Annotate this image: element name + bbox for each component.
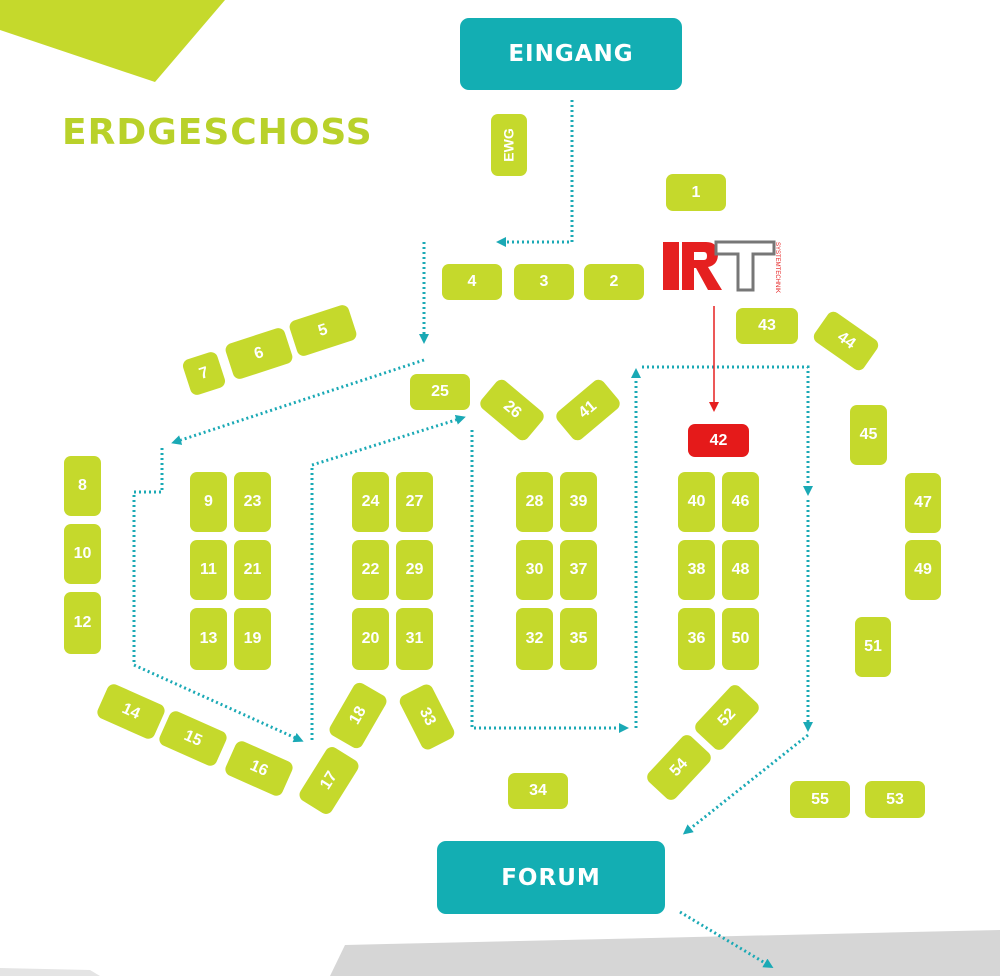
route-right-top [642, 365, 813, 496]
booth-ewg-label: EWG [500, 128, 517, 162]
booth-35[interactable]: 35 [560, 608, 597, 670]
booth-11[interactable]: 11 [190, 540, 227, 600]
booth-12[interactable]: 12 [64, 592, 101, 654]
route-col3-loop [470, 430, 629, 733]
booth-32[interactable]: 32 [516, 608, 553, 670]
booth-51[interactable]: 51 [855, 617, 891, 677]
booth-3[interactable]: 3 [514, 264, 574, 300]
booth-55[interactable]: 55 [790, 781, 850, 818]
route-to-forum [682, 733, 809, 835]
booth-49[interactable]: 49 [905, 540, 941, 600]
booth-45[interactable]: 45 [850, 405, 887, 465]
booth-50[interactable]: 50 [722, 608, 759, 670]
booth-37[interactable]: 37 [560, 540, 597, 600]
booth-31[interactable]: 31 [396, 608, 433, 670]
booth-ewg[interactable]: EWG [491, 114, 527, 176]
floor-title: ERDGESCHOSS [62, 112, 373, 153]
booth-4[interactable]: 4 [442, 264, 502, 300]
booth-23[interactable]: 23 [234, 472, 271, 532]
booth-8[interactable]: 8 [64, 456, 101, 516]
route-up-col2 [310, 415, 466, 740]
booth-40[interactable]: 40 [678, 472, 715, 532]
booth-38[interactable]: 38 [678, 540, 715, 600]
booth-46[interactable]: 46 [722, 472, 759, 532]
route-left-column [132, 448, 304, 743]
booth-28[interactable]: 28 [516, 472, 553, 532]
forum-label[interactable]: FORUM [437, 841, 665, 914]
booth-9[interactable]: 9 [190, 472, 227, 532]
booth-20[interactable]: 20 [352, 608, 389, 670]
booth-10[interactable]: 10 [64, 524, 101, 584]
route-to-left-block [171, 358, 425, 445]
booth-13[interactable]: 13 [190, 608, 227, 670]
route-entrance-down [496, 100, 574, 247]
booth-34[interactable]: 34 [508, 773, 568, 809]
booth-1[interactable]: 1 [666, 174, 726, 211]
booth-48[interactable]: 48 [722, 540, 759, 600]
entrance-label[interactable]: EINGANG [460, 18, 682, 90]
booth-21[interactable]: 21 [234, 540, 271, 600]
booth-25[interactable]: 25 [410, 374, 470, 410]
booth-39[interactable]: 39 [560, 472, 597, 532]
rt-systemtechnik-logo: SYSTEMTECHNIK [663, 240, 780, 293]
route-forum-exit [679, 910, 774, 969]
logo-subtitle: SYSTEMTECHNIK [774, 242, 780, 293]
booth-43[interactable]: 43 [736, 308, 798, 344]
booth-47[interactable]: 47 [905, 473, 941, 533]
booth-42-highlighted[interactable]: 42 [688, 424, 749, 457]
booth-27[interactable]: 27 [396, 472, 433, 532]
booth-30[interactable]: 30 [516, 540, 553, 600]
booth-29[interactable]: 29 [396, 540, 433, 600]
booth-2[interactable]: 2 [584, 264, 644, 300]
booth-53[interactable]: 53 [865, 781, 925, 818]
booth-22[interactable]: 22 [352, 540, 389, 600]
booth-24[interactable]: 24 [352, 472, 389, 532]
booth-19[interactable]: 19 [234, 608, 271, 670]
booth-36[interactable]: 36 [678, 608, 715, 670]
